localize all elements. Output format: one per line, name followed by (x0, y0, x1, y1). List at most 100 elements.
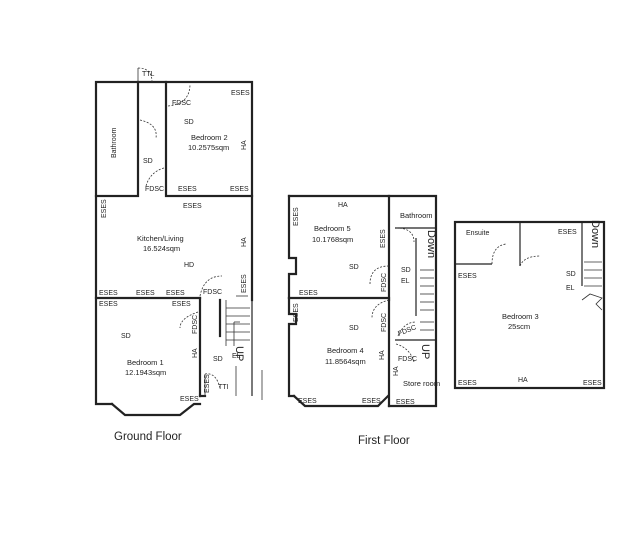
loft-stair-down-label: Down (589, 220, 601, 248)
first-left-wall-upper (287, 194, 298, 300)
first-floor-title: First Floor (358, 435, 410, 447)
sd-label-corridor: SD (143, 158, 153, 165)
el-label-bedroom3: EL (566, 285, 575, 292)
ground-stair-up-label: UP (233, 346, 245, 361)
ensuite-name: Ensuite (466, 230, 489, 237)
bedroom3-name: Bedroom 3 (502, 312, 539, 321)
ground-bathroom-door-arc (139, 119, 157, 139)
ha-label-bedroom3: HA (518, 377, 528, 384)
loft-staircase (581, 261, 603, 311)
fdsc-label-corridor: FDSC (145, 186, 164, 193)
sd-label-bedroom2: SD (184, 119, 194, 126)
first-staircase (420, 269, 434, 331)
bedroom3-walls (453, 220, 606, 390)
ground-floor-title: Ground Floor (114, 431, 182, 443)
tti-label: TTI (218, 384, 229, 391)
bedroom2-area: 10.2575sqm (188, 143, 229, 152)
tti-door-arc (204, 373, 221, 389)
ground-left-wall (94, 194, 114, 406)
bedroom4-door-arc (371, 299, 390, 319)
bedroom5-area: 10.1768sqm (312, 235, 353, 244)
ground-floor-plan: TTL FDSC ESES SD Bedroom 2 10.2575sqm HA… (94, 67, 263, 443)
eses-label-kitchen-left: ESES (101, 199, 108, 218)
ha-label-bedroom2: HA (241, 140, 248, 150)
fdsc-label-bedroom5: FDSC (381, 273, 388, 292)
ground-bathroom-walls (94, 80, 140, 198)
eses-label-kitchen-b1: ESES (99, 290, 118, 297)
sd-label-hall: SD (213, 356, 223, 363)
bedroom1-bay-window (110, 402, 202, 417)
bedroom5-top-wall (287, 194, 391, 302)
eses-label-kitchen-b3: ESES (166, 290, 185, 297)
el-label-landing: EL (401, 278, 410, 285)
ha-label-bedroom5: HA (338, 202, 348, 209)
sd-label-bedroom4: SD (349, 325, 359, 332)
first-stair-down-label: Down (425, 230, 437, 258)
ttl-door-arc (137, 67, 153, 83)
eses-label-bedroom2-top: ESES (231, 90, 250, 97)
bedroom4-name: Bedroom 4 (327, 346, 364, 355)
bedroom1-area: 12.1943sqm (125, 368, 166, 377)
eses-label-bedroom4-bottom-r: ESES (362, 398, 381, 405)
sd-label-bedroom5: SD (349, 264, 359, 271)
eses-label-bedroom3-bottom-r: ESES (583, 380, 602, 387)
bedroom3-area: 25scm (508, 322, 530, 331)
bedroom2-name: Bedroom 2 (191, 133, 228, 142)
fdsc-door-arc-first (397, 321, 417, 337)
sd-label-bedroom1: SD (121, 333, 131, 340)
kitchen-name: Kitchen/Living (137, 234, 184, 243)
eses-label-store-bottom: ESES (396, 399, 415, 406)
eses-label-kitchen-b2: ESES (136, 290, 155, 297)
eses-label-bedroom5-left: ESES (293, 207, 300, 226)
first-bathroom-name: Bathroom (400, 211, 433, 220)
loft-door-arc (519, 255, 541, 267)
sd-label-landing: SD (401, 267, 411, 274)
eses-label-bedroom2-br: ESES (230, 186, 249, 193)
sd-label-bedroom3: SD (566, 271, 576, 278)
ha-label-store: HA (393, 366, 400, 376)
store-name: Store room (403, 379, 440, 388)
eses-label-bedroom1-bottom: ESES (180, 396, 199, 403)
eses-label-bedroom4-bottom-l: ESES (298, 398, 317, 405)
fdsc-label-bedroom1: FDSC (192, 315, 199, 334)
first-floor-plan: HA ESES Bedroom 5 10.1768sqm ESES SD ESE… (287, 194, 440, 447)
first-bathroom-walls (387, 194, 438, 406)
fdsc-label-store: FDSC (398, 356, 417, 363)
eses-label-kitchen-right: ESES (241, 274, 248, 293)
first-stair-up-label: UP (419, 344, 431, 359)
loft-plan: Ensuite ESES Down ESES SD EL Bedroom 3 2… (453, 220, 606, 390)
eses-label-bedroom1-top-l: ESES (99, 301, 118, 308)
eses-label-bedroom1-top-r: ESES (172, 301, 191, 308)
ttl-label: TTL (142, 71, 155, 78)
eses-label-bedroom3-top: ESES (558, 229, 577, 236)
ground-staircase (225, 295, 250, 346)
bedroom5-name: Bedroom 5 (314, 224, 351, 233)
kitchen-door-arc (199, 275, 223, 297)
bedroom5-door-arc (369, 265, 390, 285)
kitchen-area: 16.524sqm (143, 244, 180, 253)
eses-label-bedroom4-left: ESES (293, 303, 300, 322)
bedroom4-bay-window (292, 394, 390, 408)
ground-bathroom-name: Bathroom (111, 127, 118, 158)
eses-label-bedroom5-bottom: ESES (299, 290, 318, 297)
eses-label-bedroom2-bl: ESES (178, 186, 197, 193)
ha-label-kitchen: HA (241, 237, 248, 247)
eses-label-kitchen-top: ESES (183, 203, 202, 210)
eses-label-bedroom5-right: ESES (380, 229, 387, 248)
fdsc-label-bedroom2: FDSC (172, 100, 191, 107)
first-bathroom-door-arc (395, 227, 415, 243)
bedroom4-area: 11.8564sqm (325, 357, 366, 366)
ensuite-door-arc (491, 243, 507, 265)
bedroom1-name: Bedroom 1 (127, 358, 164, 367)
ha-label-bedroom1: HA (192, 348, 199, 358)
first-left-wall-lower (287, 296, 298, 398)
eses-label-bedroom3-bottom-l: ESES (458, 380, 477, 387)
fdsc-label-bedroom4: FDSC (381, 313, 388, 332)
bedroom2-walls (164, 80, 254, 198)
fdsc-label-landing: FDSC (397, 324, 417, 338)
eses-label-tti: ESES (204, 374, 211, 393)
bedroom2-door-arc (167, 83, 191, 107)
eses-label-bedroom3-left: ESES (458, 273, 477, 280)
hd-label-kitchen: HD (184, 262, 194, 269)
